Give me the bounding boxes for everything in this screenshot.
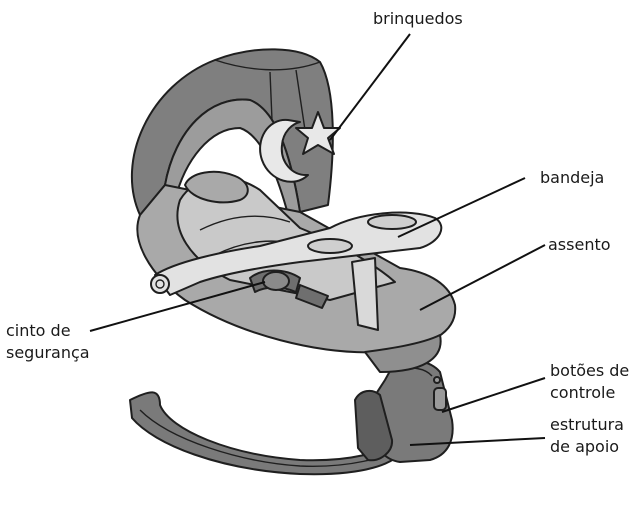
label-tray: bandeja <box>540 168 604 187</box>
label-harness-line1: cinto de <box>6 321 71 340</box>
label-toys: brinquedos <box>373 9 463 28</box>
label-harness-line2: segurança <box>6 343 90 362</box>
support-frame <box>355 360 453 462</box>
label-seat: assento <box>548 235 611 254</box>
leader-seat <box>420 245 545 310</box>
control-buttons[interactable] <box>434 388 446 410</box>
label-frame-line1: estrutura <box>550 415 624 434</box>
leader-toys <box>330 34 410 140</box>
label-controls-line2: controle <box>550 383 615 402</box>
leader-tray <box>398 178 525 237</box>
label-frame-line2: de apoio <box>550 437 619 456</box>
leader-controls <box>442 378 545 412</box>
label-controls-line1: botões de <box>550 361 629 380</box>
